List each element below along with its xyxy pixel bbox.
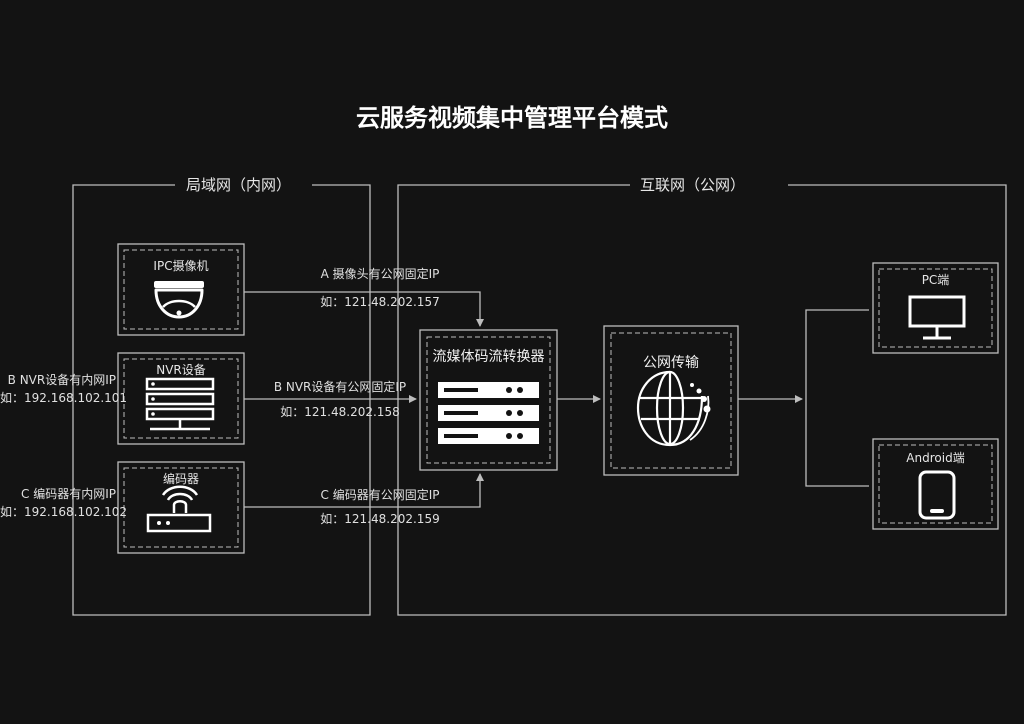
android-box — [872, 438, 999, 530]
converter-server-stack-icon — [438, 382, 539, 444]
internet-zone-label: 互联网（公网） — [640, 176, 746, 194]
internet-zone-border — [397, 184, 1007, 616]
nvr-server-icon — [145, 377, 215, 431]
pc-label: PC端 — [921, 273, 950, 287]
diagram-title: 云服务视频集中管理平台模式 — [356, 104, 668, 132]
lan-zone-label: 局域网（内网） — [186, 176, 292, 194]
dome-camera-icon — [154, 281, 204, 319]
ipc-to-converter-line — [244, 291, 484, 327]
encoder-router-icon — [146, 485, 212, 533]
encoder-label: 编码器 — [162, 472, 199, 486]
converter-label: 流媒体码流转换器 — [432, 349, 545, 365]
transmission-box — [603, 325, 739, 476]
converter-box — [419, 329, 558, 471]
android-label: Android端 — [906, 451, 965, 465]
ipc-link-label: A 摄像头有公网固定IP — [320, 267, 440, 281]
client-branch-line — [805, 309, 869, 487]
ipc-box — [117, 243, 245, 336]
phone-icon — [918, 470, 956, 520]
globe-icon — [636, 370, 711, 447]
pc-box — [872, 262, 999, 354]
lan-zone-border — [72, 184, 371, 616]
nvr-lan-ip-label: B NVR设备有内网IP — [7, 373, 116, 387]
encoder-to-converter-line — [244, 473, 484, 508]
encoder-link-label: C 编码器有公网固定IP — [320, 488, 440, 502]
nvr-link-ip: 如：121.48.202.158 — [280, 405, 400, 419]
ipc-link-ip: 如：121.48.202.157 — [320, 295, 440, 309]
encoder-lan-ip-value: 如：192.168.102.102 — [0, 505, 128, 519]
connector-lines — [244, 291, 869, 508]
encoder-lan-ip-label: C 编码器有内网IP — [21, 487, 116, 501]
monitor-icon — [908, 295, 966, 340]
nvr-label: NVR设备 — [156, 363, 206, 377]
nvr-link-label: B NVR设备有公网固定IP — [273, 380, 407, 394]
encoder-link-ip: 如：121.48.202.159 — [320, 512, 440, 526]
nvr-lan-ip-value: 如：192.168.102.101 — [0, 391, 128, 405]
ipc-label: IPC摄像机 — [153, 259, 209, 273]
transmission-label: 公网传输 — [643, 355, 699, 371]
